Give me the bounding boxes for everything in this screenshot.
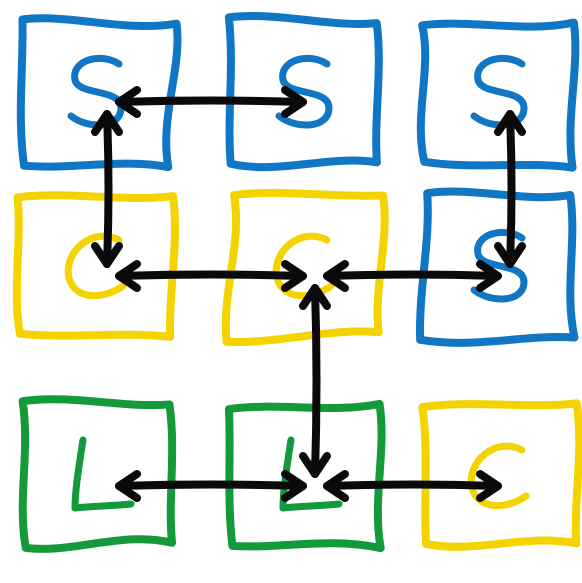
connection-arrow-5: [299, 284, 331, 478]
tile-glyph-s-r0-c2: [470, 54, 528, 129]
arrowhead-end-6: [281, 470, 307, 502]
tile-r2-c0: [18, 395, 177, 553]
arrowhead-end-2: [494, 242, 526, 268]
tile-frame-r0-c1: [224, 12, 383, 172]
tile-frame-r2-c1: [224, 399, 386, 553]
tile-frame-r2-c0: [18, 395, 177, 553]
arrowhead-start-3: [115, 260, 141, 292]
arrowhead-start-0: [115, 86, 141, 118]
connection-line-6: [115, 480, 307, 490]
tile-r2-c2: [418, 399, 582, 551]
arrowhead-start-2: [494, 110, 526, 136]
arrowhead-start-1: [91, 110, 123, 136]
tile-glyph-s-r0-c0: [67, 54, 125, 129]
tile-glyph-s-r0-c1: [275, 54, 333, 129]
connection-arrow-0: [115, 86, 307, 118]
tile-r1-c0: [12, 191, 179, 341]
tile-r0-c2: [416, 18, 580, 172]
tile-r0-c1: [224, 12, 383, 172]
arrowhead-end-4: [476, 260, 502, 292]
connection-arrow-7: [323, 470, 502, 502]
tile-frame-r1-c2: [416, 187, 579, 347]
arrowhead-end-7: [476, 470, 502, 502]
arrowhead-start-6: [115, 470, 141, 502]
tile-glyph-c-r1-c0: [64, 232, 127, 300]
connection-line-5: [311, 284, 321, 478]
arrowhead-start-4: [323, 260, 349, 292]
tile-frame-r1-c0: [12, 191, 179, 341]
arrowhead-end-3: [281, 260, 307, 292]
tile-frame-r0-c0: [16, 14, 182, 172]
tile-glyph-s-r1-c2: [470, 228, 528, 303]
arrowhead-start-5: [299, 284, 331, 310]
connection-line-7: [323, 480, 502, 490]
connection-line-0: [115, 96, 307, 106]
connection-arrow-1: [91, 110, 123, 268]
tile-r1-c2: [416, 187, 579, 347]
arrows-layer: [91, 86, 526, 502]
arrowhead-start-7: [323, 470, 349, 502]
tile-r1-c1: [221, 188, 389, 346]
tile-frame-r0-c2: [416, 18, 580, 172]
arrowhead-end-5: [299, 452, 331, 478]
arrowhead-end-1: [91, 242, 123, 268]
tile-frame-r1-c1: [221, 188, 389, 346]
connection-arrow-3: [115, 260, 307, 292]
tile-r2-c1: [224, 399, 386, 553]
connection-line-3: [115, 270, 307, 280]
connection-arrow-4: [323, 260, 502, 292]
connection-line-4: [323, 270, 502, 280]
tile-r0-c0: [16, 14, 182, 172]
connection-line-2: [506, 110, 516, 268]
tile-glyph-l-r2-c1: [279, 436, 343, 512]
connection-line-1: [103, 110, 113, 268]
connection-arrow-2: [494, 110, 526, 268]
tile-frame-r2-c2: [418, 399, 582, 551]
connection-arrow-6: [115, 470, 307, 502]
arrowhead-end-0: [281, 86, 307, 118]
tile-glyph-l-r2-c0: [71, 436, 135, 512]
